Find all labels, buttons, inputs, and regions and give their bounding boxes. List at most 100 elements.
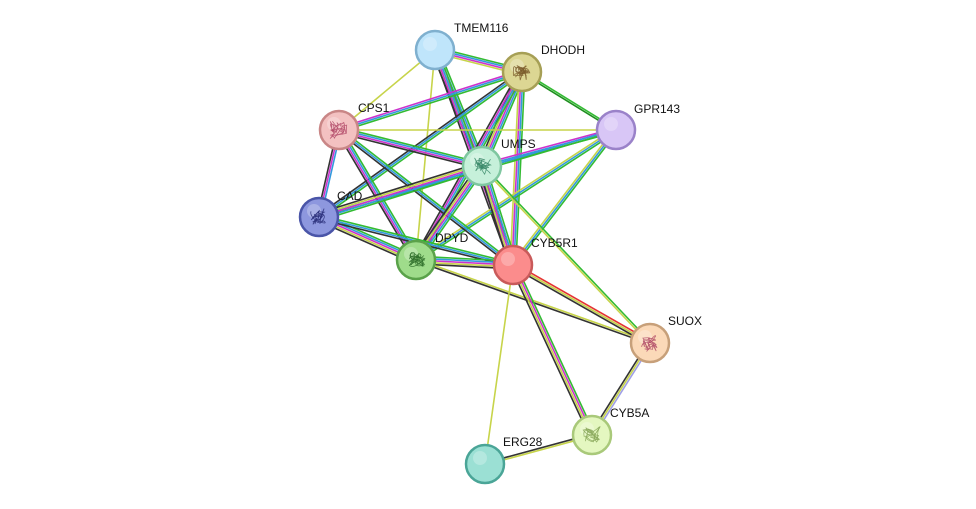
edge-strand-green	[319, 72, 524, 220]
node-label: UMPS	[501, 137, 536, 151]
edge-strand-green	[338, 73, 524, 133]
structure-strand	[642, 340, 658, 351]
edge-strand-yellow	[338, 49, 436, 131]
protein-structure-icon	[582, 426, 601, 443]
protein-structure-icon	[474, 157, 492, 176]
structure-strand	[474, 157, 491, 176]
edge-cyb5r1-cyb5a[interactable]	[509, 262, 596, 438]
edge-strand-green	[513, 130, 619, 267]
structure-strand	[310, 209, 326, 223]
node-circle[interactable]	[595, 109, 637, 151]
edge-strand-green	[514, 262, 596, 435]
edge-umps-cad[interactable]	[317, 161, 484, 222]
edge-gpr143-dpyd[interactable]	[414, 127, 618, 263]
node-label: ERG28	[503, 435, 543, 449]
structure-strand	[515, 65, 530, 81]
edge-strand-magenta	[337, 130, 483, 168]
edge-strand-blue	[318, 167, 484, 220]
node-erg28[interactable]: ERG28	[464, 435, 543, 485]
protein-structure-icon	[310, 208, 326, 225]
edge-strand-black	[337, 131, 483, 170]
node-suox[interactable]: SUOX	[629, 314, 702, 364]
edge-cps1-umps[interactable]	[337, 126, 484, 170]
node-tmem116[interactable]: TMEM116	[414, 21, 509, 71]
structure-strand	[329, 121, 347, 135]
node-dpyd[interactable]: DPYD	[395, 231, 469, 281]
edge-strand-blue	[338, 71, 523, 131]
edge-strand-blue	[415, 129, 617, 261]
protein-structure-icon	[408, 251, 426, 267]
node-highlight	[423, 37, 437, 51]
node-highlight	[604, 117, 618, 131]
edge-strand-black	[337, 130, 513, 268]
edge-strand-yellow	[484, 264, 514, 465]
edge-strand-green	[339, 127, 515, 265]
edge-strand-blue	[338, 129, 514, 266]
structure-strand	[582, 426, 601, 443]
node-label: CYB5A	[610, 406, 649, 420]
edge-strand-black	[509, 265, 591, 438]
structure-strand	[642, 335, 657, 352]
node-label: DHODH	[541, 43, 585, 57]
edge-strand-green	[338, 126, 484, 165]
node-circle[interactable]	[492, 244, 534, 286]
edge-strand-blue	[318, 71, 523, 218]
edge-strand-black	[511, 265, 650, 346]
structure-strand	[329, 120, 344, 140]
edge-strand-green	[515, 71, 526, 266]
node-gpr143[interactable]: GPR143	[595, 102, 680, 151]
edge-strand-magenta	[511, 71, 522, 266]
edge-strand-yellow	[512, 264, 651, 344]
node-dhodh[interactable]: DHODH	[501, 43, 585, 93]
edge-strand-yellow	[480, 165, 651, 345]
edge-tmem116-cps1[interactable]	[338, 49, 436, 131]
structure-strand	[408, 251, 426, 267]
node-cps1[interactable]: CPS1	[318, 101, 390, 151]
structure-strand	[330, 121, 348, 136]
structure-strand	[641, 337, 657, 352]
edge-strand-yellow	[509, 71, 520, 266]
protein-structure-icon	[641, 335, 658, 352]
edge-strand-magenta	[337, 69, 523, 129]
edge-strand-yellow	[511, 264, 592, 437]
node-cyb5r1[interactable]: CYB5R1	[492, 236, 578, 286]
node-highlight	[501, 252, 515, 266]
edge-dhodh-cps1[interactable]	[337, 69, 524, 133]
edge-dhodh-cyb5r1[interactable]	[509, 71, 526, 266]
structure-strand	[409, 253, 426, 266]
edge-strand-red	[513, 262, 652, 343]
edge-umps-suox[interactable]	[480, 164, 652, 345]
structure-strand	[310, 208, 325, 225]
edge-dhodh-cad[interactable]	[317, 69, 524, 220]
node-label: GPR143	[634, 102, 680, 116]
edge-strand-green	[416, 130, 618, 263]
edge-strand-magenta	[513, 263, 594, 436]
edge-strand-green	[318, 214, 515, 264]
edge-gpr143-cyb5r1[interactable]	[510, 128, 619, 267]
node-circle[interactable]	[414, 29, 456, 71]
edge-strand-magenta	[480, 127, 617, 165]
edge-strand-blue	[512, 129, 617, 266]
structure-strand	[583, 426, 600, 439]
node-cyb5a[interactable]: CYB5A	[571, 406, 649, 456]
node-label: TMEM116	[454, 21, 509, 35]
node-circle[interactable]	[464, 443, 506, 485]
edge-strand-yellow	[414, 127, 616, 260]
edge-strand-green	[481, 164, 652, 344]
edge-strand-blue	[513, 71, 524, 266]
edge-strand-yellow	[317, 163, 483, 216]
structure-strand	[474, 157, 492, 171]
node-cad[interactable]: CAD	[298, 189, 363, 238]
edge-strand-green	[319, 168, 484, 222]
edge-cyb5r1-erg28[interactable]	[484, 264, 514, 465]
node-umps[interactable]: UMPS	[461, 137, 536, 187]
edge-strand-blue	[338, 128, 484, 166]
node-label: CYB5R1	[531, 236, 578, 250]
edge-cyb5r1-suox[interactable]	[511, 262, 652, 346]
protein-structure-icon	[512, 65, 531, 81]
edge-strand-magenta	[318, 165, 483, 218]
edge-cps1-cyb5r1[interactable]	[337, 127, 515, 268]
node-label: CAD	[337, 189, 363, 203]
